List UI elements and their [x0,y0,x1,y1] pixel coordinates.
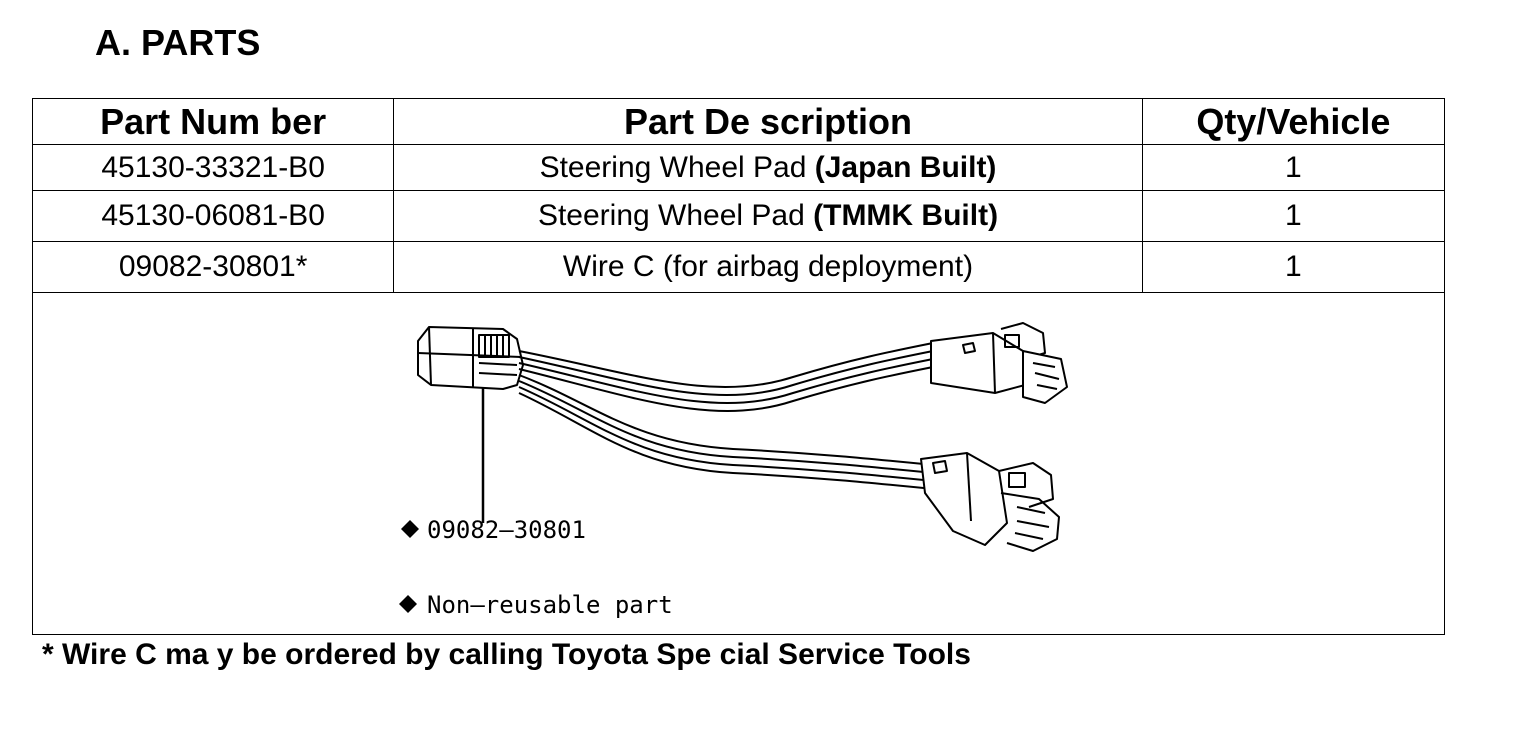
description-note: (Japan Built) [814,150,997,184]
description-text: Steering Wheel Pad [537,199,805,232]
wire-c-illustration: 09082–30801 Non–reusable part [399,322,1068,619]
table-header-row: Part Num ber Part De scription Qty/Vehic… [31,98,1446,145]
table-row: 45130-33321-B0 Steering Wheel Pad (Japan… [31,144,1446,191]
part-description-cell: Wire C (for airbag deployment) [393,241,1143,293]
part-number-cell: 45130-06081-B0 [31,190,395,242]
part-number-cell: 45130-33321-B0 [31,144,395,191]
part-description-cell: Steering Wheel Pad (TMMK Built) [393,190,1143,242]
lower-right-connector-illustration [920,452,1060,552]
parts-table: Part Num ber Part De scription Qty/Vehic… [31,98,1446,635]
header-qty-per-vehicle: Qty/Vehicle [1141,98,1446,145]
legend-label: Non–reusable part [427,591,673,619]
description-text: Steering Wheel Pad [539,150,807,184]
header-part-description: Part De scription [393,98,1143,145]
non-reusable-diamond-icon [401,520,419,538]
description-note: (TMMK Built) [813,199,999,232]
part-number-cell: 09082-30801* [31,241,395,293]
header-part-number: Part Num ber [31,98,395,145]
legend-diamond-icon [399,595,417,613]
section-title: A. PARTS [95,22,261,63]
figure-cell: 09082–30801 Non–reusable part [32,292,1445,635]
left-connector-illustration [417,326,524,390]
qty-cell: 1 [1141,144,1446,191]
upper-right-connector-illustration [930,322,1068,404]
table-row: 09082-30801* Wire C (for airbag deployme… [31,241,1446,293]
part-description-cell: Steering Wheel Pad (Japan Built) [393,144,1143,191]
figure-row: 09082–30801 Non–reusable part [32,292,1445,635]
qty-cell: 1 [1141,190,1446,242]
footnote: * Wire C ma y be ordered by calling Toyo… [42,638,971,671]
callout-part-label: 09082–30801 [427,516,586,544]
qty-cell: 1 [1141,241,1446,293]
table-row: 45130-06081-B0 Steering Wheel Pad (TMMK … [31,190,1446,242]
